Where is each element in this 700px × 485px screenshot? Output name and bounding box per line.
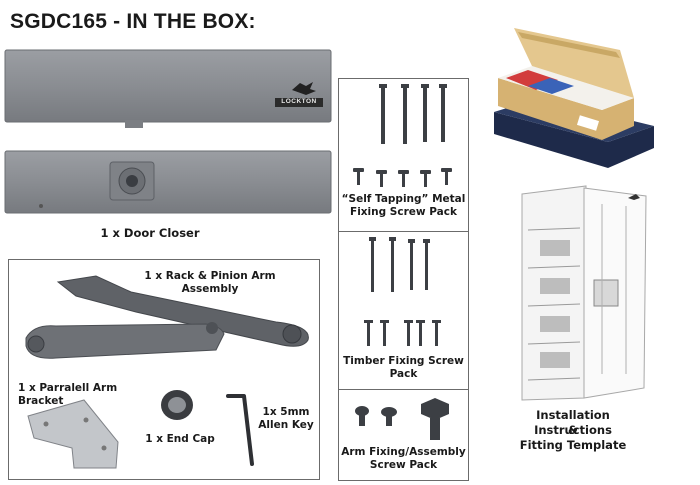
end-cap-caption: 1 x End Cap (145, 433, 215, 445)
self-tapping-caption-1: “Self Tapping” Metal (341, 193, 466, 205)
allen-key-caption-2: Allen Key (258, 419, 314, 431)
parallel-arm-bracket-image (27, 399, 119, 469)
arm-fixing-screws-image (355, 398, 449, 440)
screw-divider-1 (338, 231, 469, 232)
door-closer-caption: 1 x Door Closer (100, 226, 200, 240)
screw-divider-2 (338, 389, 469, 390)
end-cap-image (161, 390, 193, 420)
lockton-logo (275, 82, 323, 107)
arm-fixing-caption-1: Arm Fixing/Assembly (341, 446, 466, 458)
rack-pinion-arm-image (25, 275, 309, 359)
instructions-caption-1: Installation Instructions (534, 408, 612, 437)
rack-pinion-caption: 1 x Rack & Pinion Arm Assembly (144, 270, 276, 295)
page-title: SGDC165 - IN THE BOX: (10, 10, 256, 33)
timber-screws-image (364, 237, 441, 346)
instructions-caption-3: Fitting Template (519, 438, 627, 452)
arm-fixing-caption-2: Screw Pack (369, 459, 438, 471)
allen-key-caption-1: 1x 5mm (262, 406, 310, 418)
timber-caption-1: Timber Fixing Screw (343, 355, 464, 367)
instructions-caption-2: & (567, 423, 579, 437)
product-box-image (494, 28, 654, 168)
timber-caption-2: Pack (389, 368, 418, 380)
installation-instructions-image (521, 185, 647, 401)
brand-logo-text: LOCKTON (281, 98, 317, 105)
door-closer-body-image (4, 150, 332, 214)
self-tapping-caption-2: Fixing Screw Pack (350, 206, 457, 218)
allen-key-image (226, 394, 254, 466)
door-closer-cover-image (4, 49, 332, 128)
self-tapping-screws-image (353, 84, 452, 187)
bracket-caption: 1 x Parralell Arm Bracket (18, 382, 118, 407)
